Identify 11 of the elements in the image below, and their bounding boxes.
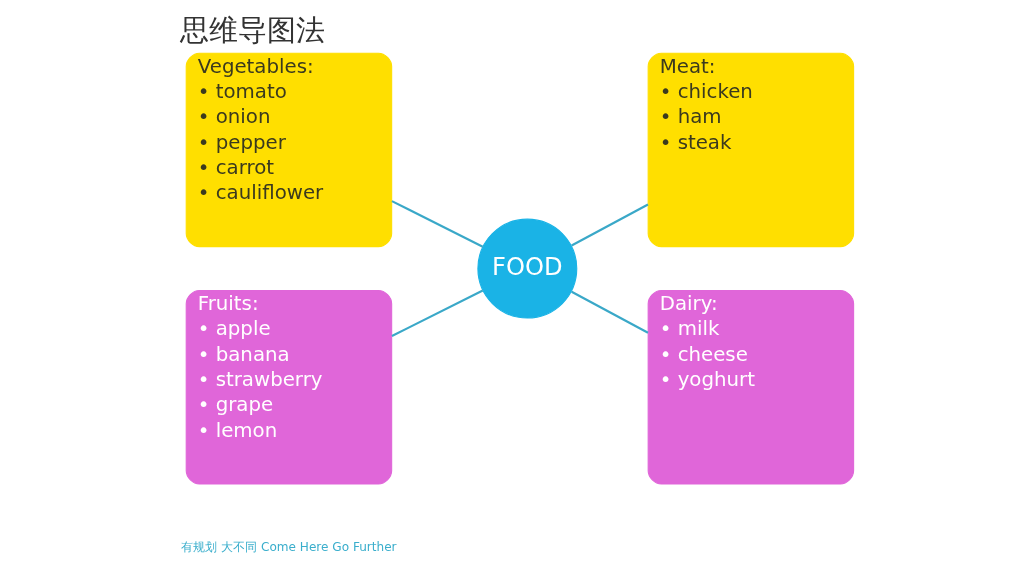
connector — [570, 203, 648, 247]
connector — [390, 289, 483, 338]
node-box: Vegetables: • tomato • onion • pepper • carrot • cauliflower — [185, 52, 392, 248]
node-box: Meat: • chicken • ham • steak — [647, 52, 854, 248]
node-circle: FOOD — [476, 218, 577, 319]
label: 有规划 大不同 Come Here Go Further — [180, 539, 397, 554]
connector — [390, 200, 483, 248]
diagram-title: 思维导图法 — [179, 12, 325, 47]
node-box: Fruits: • apple • banana • strawberry • grape • lemon — [185, 290, 392, 485]
connector — [570, 290, 648, 334]
node-box: Dairy: • milk • cheese • yoghurt — [647, 290, 854, 485]
